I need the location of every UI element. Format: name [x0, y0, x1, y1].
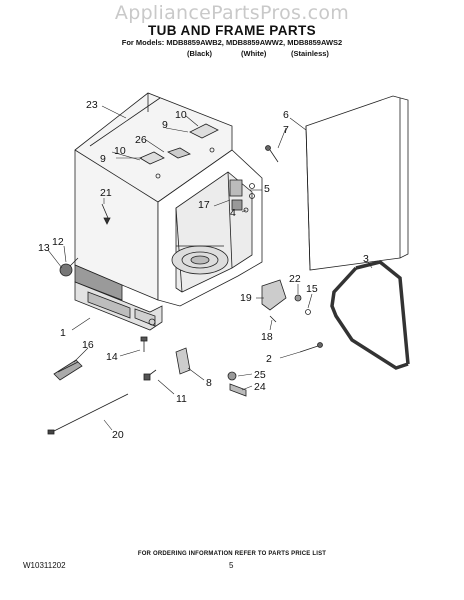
screw-2 — [299, 342, 323, 353]
callout-10b: 10 — [114, 145, 126, 157]
callout-16: 16 — [82, 339, 94, 351]
page-number: 5 — [229, 561, 234, 570]
door-gasket — [330, 260, 410, 370]
callout-11: 11 — [176, 393, 187, 405]
screw-7 — [265, 145, 279, 163]
callout-10a: 10 — [175, 109, 187, 121]
document-number: W10311202 — [23, 561, 66, 570]
callout-18: 18 — [261, 331, 273, 343]
hinge-bracket-upper — [189, 123, 219, 153]
leveling-foot — [59, 257, 79, 277]
callout-1: 1 — [60, 327, 66, 339]
callout-labels: 23 10 9 6 7 26 10 9 21 5 17 4 12 13 3 22… — [38, 99, 369, 441]
clip-assembly — [229, 179, 255, 213]
screw-21 — [101, 203, 111, 225]
callout-21: 21 — [100, 187, 112, 199]
fasteners-22-15 — [294, 294, 311, 315]
side-panel — [305, 95, 409, 271]
callout-24: 24 — [254, 381, 266, 393]
sump-area — [171, 245, 229, 275]
model-list: For Models: MDB8859AWB2, MDB8859AWW2, MD… — [121, 38, 343, 47]
callout-22: 22 — [289, 273, 301, 285]
watermark: AppliancePartsPros.com — [114, 2, 350, 24]
callout-13: 13 — [38, 242, 50, 254]
callout-9a: 9 — [162, 119, 168, 131]
spring-16 — [53, 359, 83, 381]
callout-4: 4 — [230, 207, 236, 219]
base-frame — [74, 281, 163, 331]
variant-stainless: (Stainless) — [291, 49, 329, 58]
callout-26: 26 — [135, 134, 147, 146]
bolt-11 — [143, 369, 157, 381]
tub-shell — [74, 92, 263, 307]
bracket-26 — [167, 147, 191, 159]
callout-6: 6 — [283, 109, 289, 121]
variant-black: (Black) — [187, 49, 213, 58]
callout-14: 14 — [106, 351, 118, 363]
hinge-bracket-lower — [139, 151, 165, 179]
ordering-note: FOR ORDERING INFORMATION REFER TO PARTS … — [137, 551, 327, 557]
bracket-24-25 — [227, 371, 247, 397]
callout-7: 7 — [283, 124, 289, 136]
callout-15: 15 — [306, 283, 318, 295]
callout-8: 8 — [206, 377, 212, 389]
bracket-19 — [261, 279, 287, 323]
hinge-link-8 — [175, 347, 191, 375]
callout-23: 23 — [86, 99, 98, 111]
callout-25: 25 — [254, 369, 266, 381]
page-title: TUB AND FRAME PARTS — [147, 23, 317, 38]
callout-17: 17 — [198, 199, 210, 211]
bolt-14 — [140, 336, 148, 352]
callout-5: 5 — [264, 183, 270, 195]
leader-lines — [47, 105, 373, 431]
callout-2: 2 — [266, 353, 272, 365]
callout-12: 12 — [52, 236, 64, 248]
cable-20 — [47, 393, 129, 435]
callout-20: 20 — [112, 429, 124, 441]
variant-white: (White) — [241, 49, 267, 58]
callout-9b: 9 — [100, 153, 106, 165]
callout-19: 19 — [240, 292, 252, 304]
callout-3: 3 — [363, 253, 369, 265]
